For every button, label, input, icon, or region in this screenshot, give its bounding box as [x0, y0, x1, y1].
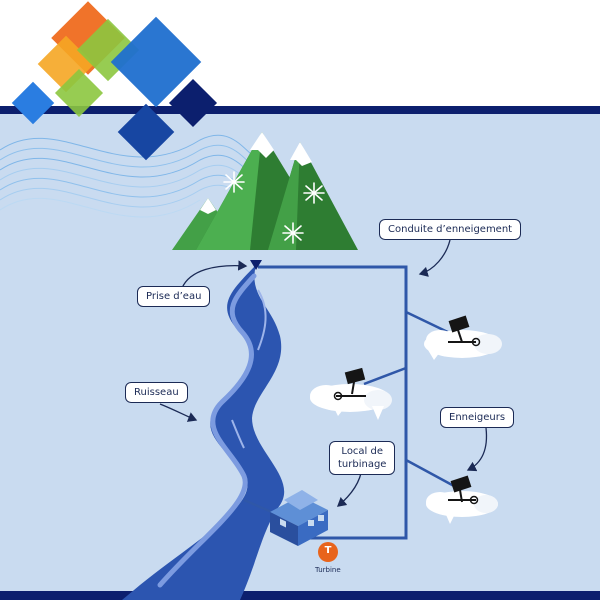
snow-pile: [424, 330, 502, 360]
label-enneigeurs: Enneigeurs: [440, 407, 515, 428]
label-ruisseau: Ruisseau: [125, 382, 188, 403]
turbine-marker: [318, 542, 338, 562]
top-band: [0, 106, 600, 114]
intake-marker-icon: [250, 260, 262, 270]
turbine-letter: T: [324, 545, 332, 556]
label-local-turbinage: Local de turbinage: [329, 441, 396, 475]
snow-cannon-icon: [448, 475, 479, 505]
bottom-band: [0, 591, 600, 600]
decorative-logo: [0, 1, 271, 218]
river: [122, 265, 285, 600]
snow-pile: [426, 491, 498, 524]
snow-pile: [310, 384, 392, 420]
turbine-house-icon: [270, 490, 328, 546]
snow-cannon-icon: [448, 315, 481, 347]
snowflake-icon: [303, 182, 325, 204]
turbine-caption: Turbine: [315, 566, 341, 574]
snow-cannon-icon: [333, 367, 366, 401]
mountains: [172, 132, 358, 250]
snowflake-icon: [223, 171, 245, 193]
label-conduite: Conduite d’enneigement: [379, 219, 522, 240]
snowflake-icon: [282, 222, 304, 244]
label-local-line2: turbinage: [338, 459, 387, 470]
label-prise: Prise d’eau: [137, 286, 211, 307]
label-local-line1: Local de: [341, 446, 384, 457]
